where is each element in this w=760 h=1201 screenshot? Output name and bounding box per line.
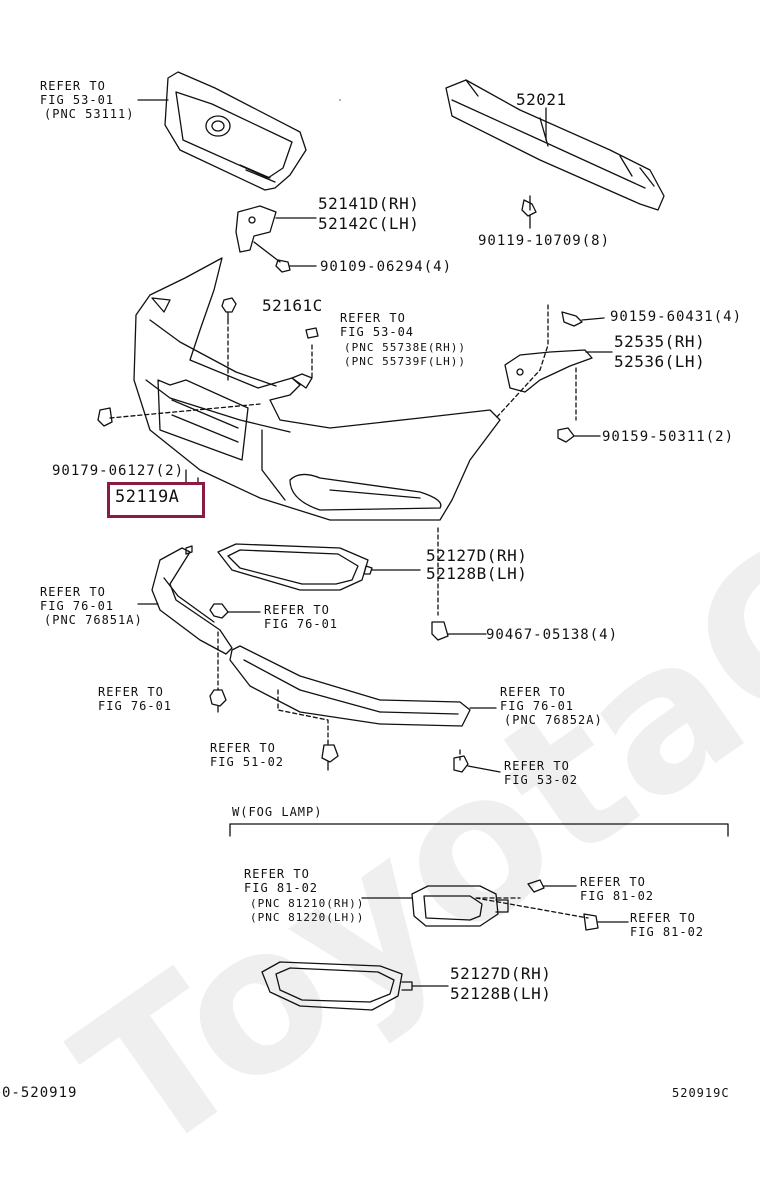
- ref-5304-line2: FIG 53-04: [340, 325, 415, 339]
- ref-8102a-line2: FIG 81-02: [244, 881, 319, 895]
- ref-7601b-line1: REFER TO: [264, 603, 330, 617]
- part-52119a[interactable]: 52119A: [115, 487, 180, 507]
- ref-5102-line2: FIG 51-02: [210, 755, 285, 769]
- ref-8102c-line1: REFER TO: [630, 911, 696, 925]
- part-52536-lh[interactable]: 52536(LH): [614, 352, 706, 371]
- ref-7601a-line2: FIG 76-01: [40, 599, 115, 613]
- footer-right-code: 520919C: [672, 1086, 730, 1100]
- part-52535-rh[interactable]: 52535(RH): [614, 332, 706, 351]
- part-52021[interactable]: 52021: [516, 90, 567, 109]
- part-90109[interactable]: 90109-06294(4): [320, 259, 453, 275]
- ref-8102a-line3: (PNC 81210(RH)): [250, 897, 365, 910]
- parts-diagram: ToyotaGo: [2, 71, 760, 1201]
- fog-bezel-drawing: [261, 961, 449, 1011]
- ref-8102c-line2: FIG 81-02: [630, 925, 705, 939]
- ref-8102a-line1: REFER TO: [244, 867, 310, 881]
- part-90159-50311[interactable]: 90159-50311(2): [602, 429, 735, 445]
- bracket-drawing: [235, 205, 317, 273]
- ref-7601d-line2: FIG 76-01: [500, 699, 575, 713]
- ref-5304-line4: (PNC 55739F(LH)): [344, 355, 466, 368]
- grille-ref-line2: FIG 53-01: [40, 93, 115, 107]
- part-90467[interactable]: 90467-05138(4): [486, 627, 619, 643]
- spoiler-right-drawing: [229, 645, 497, 727]
- ref-8102b-line1: REFER TO: [580, 875, 646, 889]
- spoiler-left-drawing: [137, 545, 233, 655]
- ref-5304-line3: (PNC 55738E(RH)): [344, 341, 466, 354]
- side-bracket-drawing: [504, 349, 613, 393]
- grille-ref-line1: REFER TO: [40, 79, 106, 93]
- reinforcement-drawing: [445, 79, 665, 229]
- part-90119[interactable]: 90119-10709(8): [478, 233, 611, 249]
- fog-lamp-bracket: [229, 823, 729, 837]
- ref-7601b-line2: FIG 76-01: [264, 617, 339, 631]
- part-52128b-lh-upper[interactable]: 52128B(LH): [426, 564, 528, 583]
- ref-7601c-line1: REFER TO: [98, 685, 164, 699]
- ref-7601d-line3: (PNC 76852A): [504, 713, 603, 727]
- ref-7601a-line3: (PNC 76851A): [44, 613, 143, 627]
- ref-5304-line1: REFER TO: [340, 311, 406, 325]
- ref-7601a-line1: REFER TO: [40, 585, 106, 599]
- ref-5302-line2: FIG 53-02: [504, 773, 579, 787]
- part-90159-60431[interactable]: 90159-60431(4): [610, 309, 743, 325]
- footer-left-code: 0-520919: [2, 1085, 78, 1101]
- part-52128b-lh-lower[interactable]: 52128B(LH): [450, 984, 552, 1003]
- bezel-drawing: [217, 543, 421, 591]
- ref-5102-line1: REFER TO: [210, 741, 276, 755]
- fog-lamp-drawing: [361, 879, 629, 931]
- part-90179[interactable]: 90179-06127(2): [52, 463, 185, 479]
- part-52161c[interactable]: 52161C: [262, 296, 323, 315]
- part-52127d-rh-upper[interactable]: 52127D(RH): [426, 546, 528, 565]
- diagram-drawing: [97, 71, 729, 1011]
- ref-8102b-line2: FIG 81-02: [580, 889, 655, 903]
- part-52127d-rh-lower[interactable]: 52127D(RH): [450, 964, 552, 983]
- grille-drawing: [137, 71, 307, 191]
- ref-5302-line1: REFER TO: [504, 759, 570, 773]
- highlight-box: [107, 482, 205, 518]
- clip-drawings: [97, 297, 605, 773]
- ref-8102a-line4: (PNC 81220(LH)): [250, 911, 365, 924]
- ref-7601d-line1: REFER TO: [500, 685, 566, 699]
- part-52142-lh[interactable]: 52142C(LH): [318, 214, 420, 233]
- guide-lines: [109, 304, 589, 919]
- ref-7601c-line2: FIG 76-01: [98, 699, 173, 713]
- part-52141-rh[interactable]: 52141D(RH): [318, 194, 420, 213]
- fog-lamp-header: W(FOG LAMP): [232, 805, 323, 819]
- grille-ref-line3: (PNC 53111): [44, 107, 135, 121]
